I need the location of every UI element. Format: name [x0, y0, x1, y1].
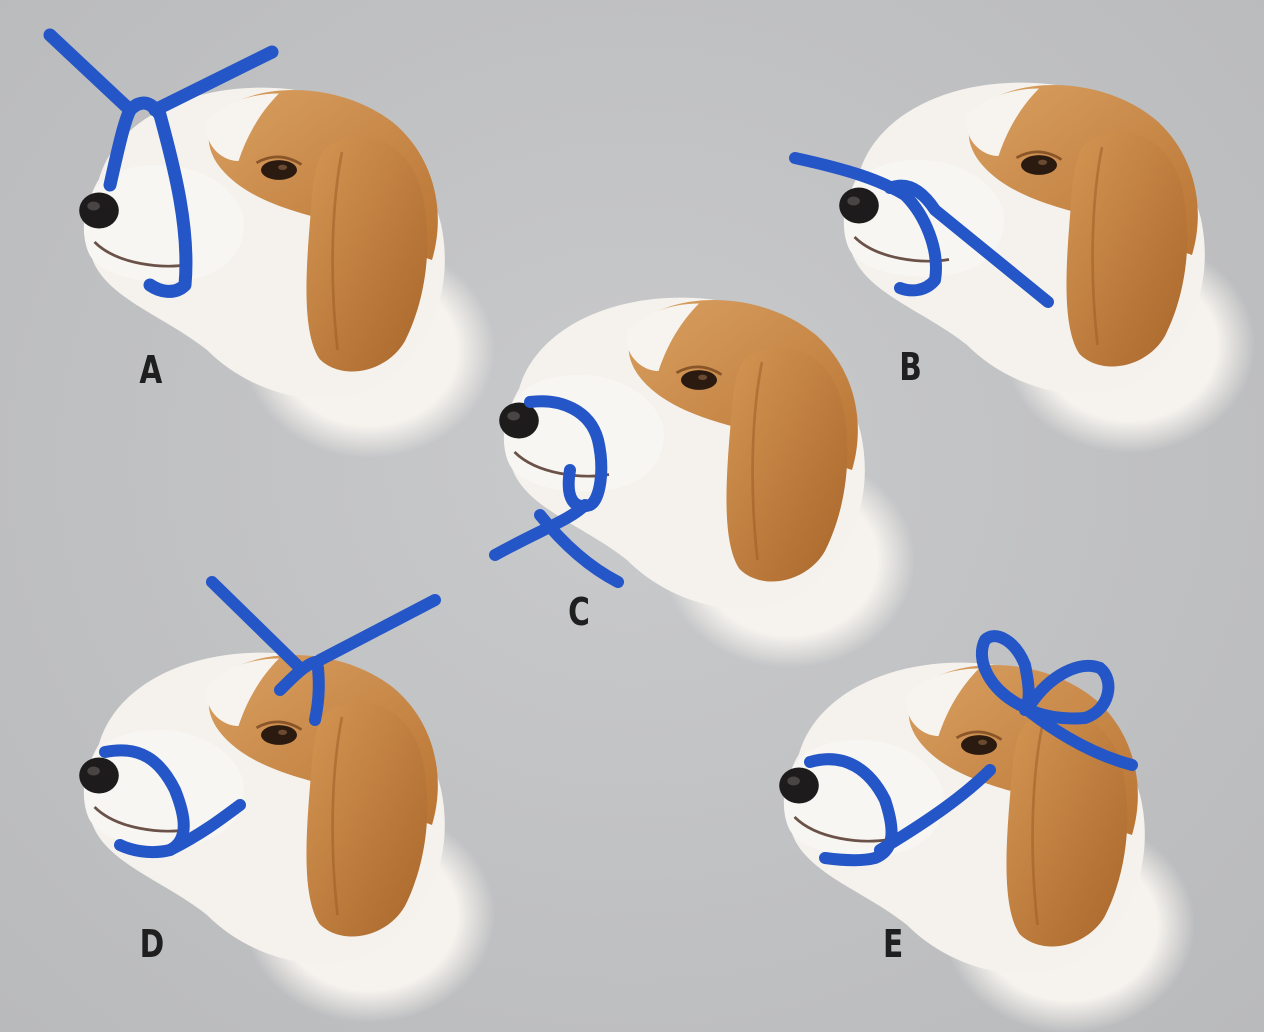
step-d-illustration [77, 576, 497, 1025]
step-label-a: A [139, 348, 164, 392]
step-b-illustration [789, 81, 1257, 455]
step-b-strap [789, 152, 1054, 308]
step-label-c: C [568, 590, 591, 634]
step-a-illustration [43, 28, 497, 460]
step-label-d: D [139, 922, 165, 966]
step-label-e: E [882, 922, 905, 966]
step-label-b: B [899, 345, 923, 389]
step-e-strap [804, 630, 1138, 867]
step-d-strap [99, 576, 441, 859]
step-e-illustration [777, 630, 1197, 1032]
step-a-strap [43, 28, 279, 298]
step-c-strap [489, 395, 624, 588]
step-c-illustration [489, 296, 917, 670]
